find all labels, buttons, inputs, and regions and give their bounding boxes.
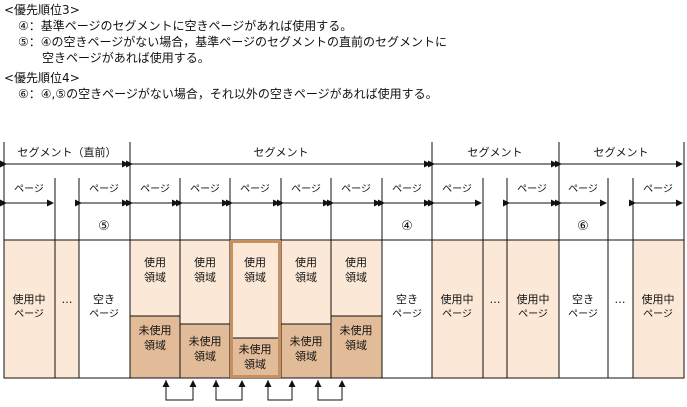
used-page-label: 使用中ページ [441, 293, 474, 320]
segment-label-4: セグメント [594, 145, 649, 159]
unused-area-label: 未使用領域 [239, 343, 272, 371]
marker-6: ⑥ [577, 219, 589, 234]
used-area-label: 使用領域 [144, 256, 166, 284]
segment-dimensions [0, 142, 685, 240]
unused-area [330, 315, 383, 379]
used-page-block [431, 239, 484, 379]
priority3-item5-line1: ⑤：④の空きページがない場合，基準ページのセグメントの直前のセグメントに [18, 35, 448, 49]
used-area-label: 使用領域 [295, 256, 317, 284]
empty-page-label: 空きページ [392, 292, 422, 320]
gap-block [482, 239, 508, 379]
priority3-heading: <優先順位3> [4, 3, 80, 17]
unused-area-label: 未使用領域 [139, 324, 172, 352]
ellipsis-label: … [62, 293, 73, 306]
priority4-heading: <優先順位4> [4, 71, 80, 85]
gap-block [607, 239, 634, 379]
page-label: ページ [392, 184, 422, 195]
used-page-label: 使用中ページ [13, 293, 46, 320]
page-labels: ページ ページ ページ ページ ページ ページ ページ ページ ページ ページ … [14, 184, 673, 195]
ellipsis-label: … [490, 293, 501, 306]
used-area-label: 使用領域 [244, 256, 266, 284]
page-label: ページ [643, 184, 673, 195]
unused-area [129, 315, 181, 379]
page-label: ページ [89, 184, 119, 195]
used-area [179, 239, 231, 325]
segment-labels: セグメント（直前） セグメント セグメント セグメント [18, 145, 649, 159]
unused-area-label: 未使用領域 [189, 335, 222, 363]
markers: ⑤ ④ ⑥ [98, 219, 589, 234]
page-label: ページ [291, 184, 321, 195]
empty-page-block [78, 239, 131, 379]
empty-page-block [381, 239, 433, 379]
block-labels: 使用中ページ … 空きページ 使用領域 未使用領域 使用領域 未使用領域 使用領… [13, 256, 675, 371]
page-label: ページ [442, 184, 472, 195]
marker-5: ⑤ [98, 219, 110, 234]
unused-area-label: 未使用領域 [340, 324, 373, 352]
used-page-block [506, 239, 560, 379]
used-area [229, 239, 282, 339]
gap-block [54, 239, 80, 379]
marker-4: ④ [401, 219, 413, 234]
page-label: ページ [140, 184, 170, 195]
unused-area [179, 323, 231, 379]
empty-page-label: 空きページ [568, 292, 598, 320]
priority4-item6: ⑥：④,⑤の空きページがない場合，それ以外の空きページがあれば使用する。 [18, 87, 438, 101]
page-dimensions [0, 178, 683, 240]
ellipsis-label: … [615, 293, 626, 306]
used-area [129, 239, 181, 317]
search-order-arrows [162, 380, 346, 401]
page-label: ページ [190, 184, 220, 195]
used-area [330, 239, 383, 317]
priority3-item4: ④：基準ページのセグメントに空きページがあれば使用する。 [18, 19, 353, 33]
segment-label-prev: セグメント（直前） [18, 145, 117, 159]
used-area-label: 使用領域 [194, 256, 216, 284]
unused-area-label: 未使用領域 [290, 335, 323, 363]
used-page-block [3, 239, 56, 379]
page-blocks [3, 239, 685, 379]
base-page-highlight [230, 240, 281, 378]
page-label: ページ [517, 184, 547, 195]
used-area-label: 使用領域 [345, 256, 367, 284]
used-page-block [632, 239, 685, 379]
page-label: ページ [240, 184, 270, 195]
used-page-label: 使用中ページ [642, 293, 675, 320]
unused-area [229, 337, 282, 379]
segment-label-base: セグメント [254, 145, 309, 159]
priority3-item5-line2: 空きページがあれば使用する。 [42, 51, 210, 65]
used-page-label: 使用中ページ [517, 293, 550, 320]
segment-label-3: セグメント [468, 145, 523, 159]
page-label: ページ [14, 184, 44, 195]
page-label: ページ [341, 184, 371, 195]
empty-page-label: 空きページ [89, 292, 119, 320]
page-label: ページ [568, 184, 598, 195]
